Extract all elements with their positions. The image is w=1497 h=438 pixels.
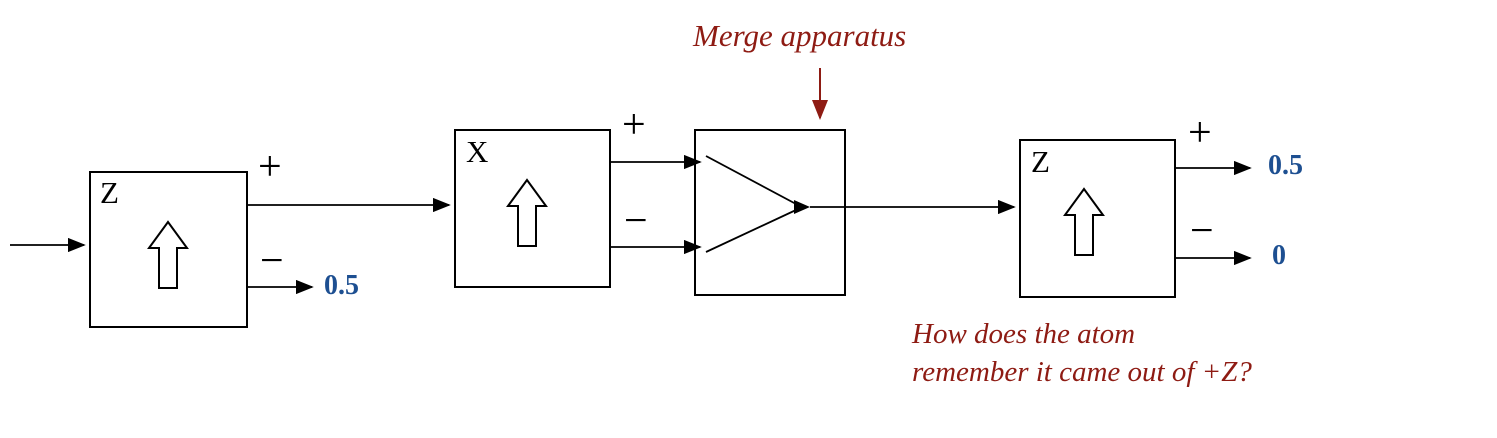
x-plus-sign: +: [622, 102, 646, 148]
merge-apparatus-annotation: Merge apparatus: [693, 18, 907, 53]
merge-chevron-upper-line: [705, 155, 797, 205]
sg-z1-label: Z: [100, 175, 119, 210]
question-annotation-line1: How does the atom: [912, 318, 1136, 350]
merge-point-arrowhead: [794, 200, 810, 214]
sg-z2-box: [1019, 139, 1176, 298]
z2-minus-probability: 0: [1272, 240, 1286, 271]
z2-plus-sign: +: [1188, 110, 1212, 156]
z1-plus-sign: +: [258, 144, 282, 190]
z2-plus-probability: 0.5: [1268, 150, 1303, 181]
x-minus-sign: −: [624, 198, 648, 244]
sg-x-label: X: [466, 134, 489, 169]
question-annotation-line2: remember it came out of +Z?: [912, 356, 1252, 388]
sg-z2-label: Z: [1031, 144, 1050, 179]
z1-minus-probability: 0.5: [324, 270, 359, 301]
merge-apparatus-box: [694, 129, 846, 296]
z2-minus-sign: −: [1190, 208, 1214, 254]
merge-chevron-lower-line: [705, 209, 797, 253]
z1-minus-sign: −: [260, 238, 284, 284]
